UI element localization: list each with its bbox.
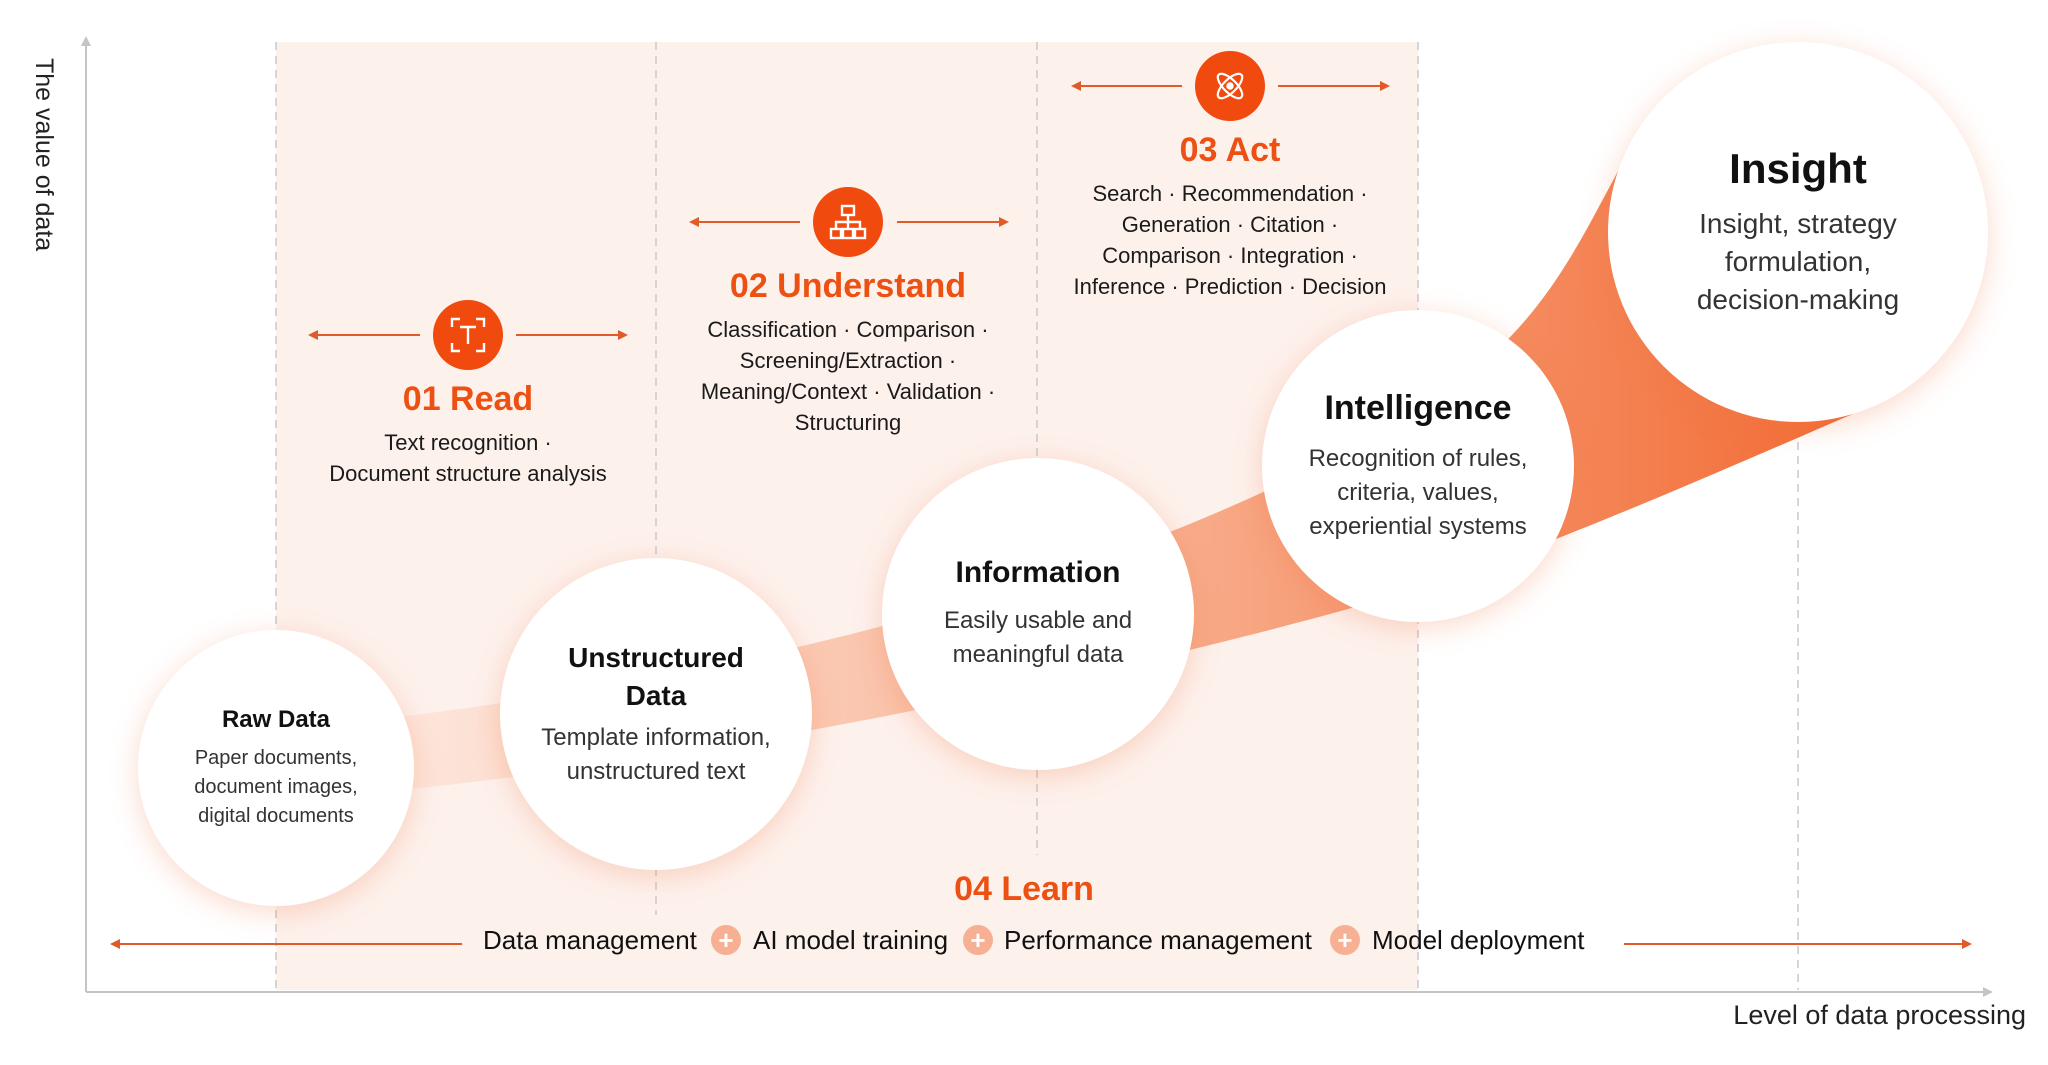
plus-icon: +	[711, 925, 741, 955]
desc-line: Search · Recommendation ·	[1092, 181, 1368, 206]
step-understand: 02 Understand Classification · Compariso…	[676, 187, 1020, 438]
desc-line: formulation,	[1724, 246, 1872, 277]
stage-unstructured-data: Unstructured Data Template information, …	[500, 558, 812, 870]
learn-item: AI model training	[753, 925, 949, 955]
desc-line: unstructured text	[566, 758, 746, 785]
learn-item: Model deployment	[1372, 925, 1585, 955]
desc-line: Paper documents,	[194, 746, 358, 769]
learn-item: Data management	[483, 925, 697, 955]
step-read: 01 Read Text recognition · Document stru…	[306, 300, 630, 489]
desc-line: Template information,	[541, 724, 771, 751]
desc-line: Meaning/Context · Validation ·	[700, 379, 996, 404]
desc-line: Comparison · Integration ·	[1102, 243, 1358, 268]
hierarchy-icon	[813, 187, 883, 257]
desc-line: experiential systems	[1309, 512, 1527, 540]
plus-icon: +	[963, 925, 993, 955]
learn-item: Performance management	[1004, 925, 1312, 955]
axes	[85, 42, 1985, 993]
step-act: 03 Act Search · Recommendation · Generat…	[1050, 51, 1410, 302]
desc-line: Structuring	[794, 410, 902, 435]
step-act-title: 03 Act	[1179, 131, 1281, 169]
step-learn-title: 04 Learn	[954, 870, 1094, 908]
y-axis-arrowhead	[81, 36, 91, 46]
stage-information: Information Easily usable and meaningful…	[882, 458, 1194, 770]
step-understand-title: 02 Understand	[729, 267, 967, 305]
desc-line: Classification · Comparison ·	[707, 317, 989, 342]
stage-raw-data: Raw Data Paper documents, document image…	[138, 630, 414, 906]
desc-line: meaningful data	[952, 641, 1124, 668]
stage-insight: Insight Insight, strategy formulation, d…	[1608, 42, 1988, 422]
x-axis-label: Level of data processing	[1733, 1000, 2026, 1030]
desc-line: Screening/Extraction ·	[739, 348, 957, 373]
plus-icon: +	[1330, 925, 1360, 955]
desc-line: Document structure analysis	[329, 461, 607, 486]
desc-line: document images,	[194, 775, 358, 798]
stage-desc: Template information, unstructured text	[541, 721, 770, 789]
desc-line: Text recognition ·	[384, 430, 552, 455]
stage-title: Insight	[1729, 145, 1867, 192]
x-axis-arrowhead	[1983, 987, 1993, 997]
step-act-desc: Search · Recommendation · Generation · C…	[1050, 178, 1410, 302]
desc-line: Easily usable and	[943, 607, 1133, 634]
text-recognition-icon	[433, 300, 503, 370]
step-understand-desc: Classification · Comparison · Screening/…	[676, 314, 1020, 438]
y-axis-label: The value of data	[18, 58, 98, 278]
learn-items-row: Data management + AI model training + Pe…	[0, 920, 2048, 960]
desc-line: digital documents	[198, 804, 354, 827]
stage-title: Information	[955, 556, 1121, 589]
stage-title: Unstructured Data	[568, 642, 744, 711]
stage-desc: Insight, strategy formulation, decision-…	[1697, 205, 1899, 319]
stage-desc: Easily usable and meaningful data	[944, 604, 1132, 672]
desc-line: Inference · Prediction · Decision	[1073, 274, 1387, 299]
stage-title: Intelligence	[1324, 388, 1512, 427]
stage-intelligence: Intelligence Recognition of rules, crite…	[1262, 310, 1574, 622]
step-read-desc: Text recognition · Document structure an…	[306, 427, 630, 489]
desc-line: Insight, strategy	[1699, 208, 1897, 239]
stage-desc: Paper documents, document images, digita…	[194, 744, 357, 831]
stage-desc: Recognition of rules, criteria, values, …	[1309, 442, 1528, 544]
desc-line: decision-making	[1696, 284, 1900, 315]
desc-line: Recognition of rules,	[1308, 444, 1528, 472]
step-read-title: 01 Read	[402, 380, 534, 418]
desc-line: Generation · Citation ·	[1121, 212, 1339, 237]
desc-line: criteria, values,	[1337, 478, 1499, 506]
atom-icon	[1195, 51, 1265, 121]
stage-title: Raw Data	[221, 705, 331, 733]
y-axis-label-text: The value of data	[30, 58, 58, 252]
